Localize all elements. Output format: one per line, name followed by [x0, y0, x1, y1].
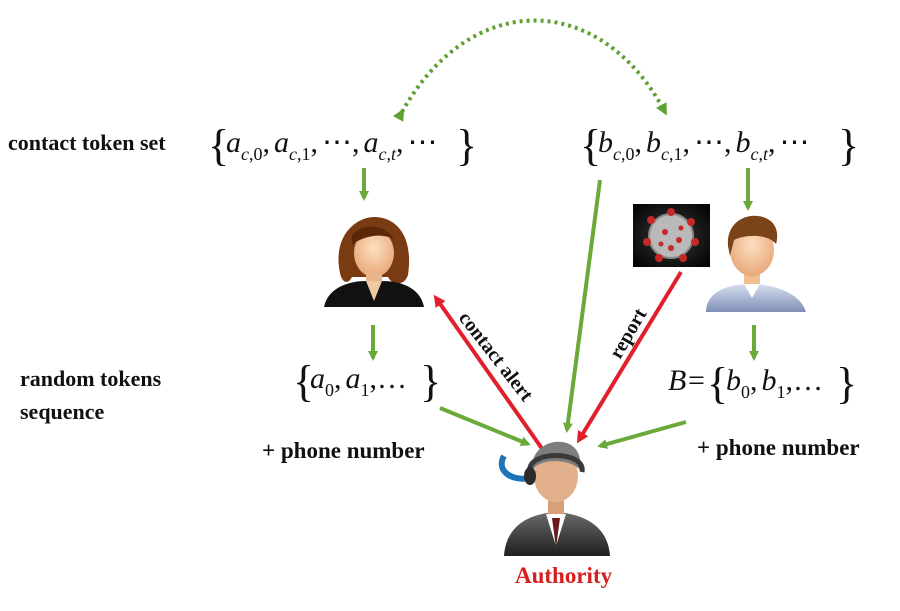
- arrow-sequence-b-to-authority: [597, 420, 687, 449]
- svg-text:}: }: [456, 121, 477, 170]
- random-tokens-label-line1: random tokens: [20, 366, 162, 391]
- svg-text:=: =: [688, 364, 705, 397]
- random-tokens-label-line2: sequence: [20, 399, 105, 424]
- svg-text:a0,a1,…: a0,a1,…: [310, 362, 407, 400]
- report-arrow: [576, 270, 683, 444]
- svg-text:{: {: [580, 121, 601, 170]
- man-avatar-icon: [706, 215, 806, 312]
- svg-text:ac,0,ac,1,⋯,ac,t,⋯: ac,0,ac,1,⋯,ac,t,⋯: [226, 126, 438, 164]
- phone-number-label-left: + phone number: [262, 438, 425, 463]
- contact-token-set-label: contact token set: [8, 130, 166, 155]
- svg-text:{: {: [208, 121, 229, 170]
- contact-alert-arrow: [433, 294, 545, 452]
- token-exchange-dotted-arrow: [392, 18, 667, 122]
- arrow-sequence-a-to-authority: [439, 406, 531, 446]
- svg-text:}: }: [838, 121, 859, 170]
- svg-text:b0,b1,…: b0,b1,…: [726, 364, 823, 402]
- contact-token-set-b: { bc,0,bc,1,⋯,bc,t,⋯ }: [580, 121, 859, 170]
- contact-token-set-a: { ac,0,ac,1,⋯,ac,t,⋯ }: [208, 121, 477, 170]
- random-token-sequence-a: { a0,a1,… }: [293, 357, 441, 406]
- contact-alert-label: contact alert: [454, 308, 538, 406]
- phone-number-label-right: + phone number: [697, 435, 860, 460]
- svg-text:}: }: [836, 359, 857, 408]
- random-token-sequence-b: B = { b0,b1,… }: [668, 359, 857, 408]
- svg-text:{: {: [293, 357, 314, 406]
- woman-avatar-icon: [324, 217, 424, 307]
- svg-text:bc,0,bc,1,⋯,bc,t,⋯: bc,0,bc,1,⋯,bc,t,⋯: [598, 126, 810, 164]
- svg-text:B: B: [668, 364, 686, 397]
- coronavirus-image: [633, 204, 710, 267]
- arrow-set-b-to-authority: [562, 179, 602, 433]
- officer-with-headset-icon: [498, 441, 610, 556]
- svg-text:{: {: [707, 359, 728, 408]
- svg-text:}: }: [420, 357, 441, 406]
- authority-label: Authority: [515, 563, 613, 588]
